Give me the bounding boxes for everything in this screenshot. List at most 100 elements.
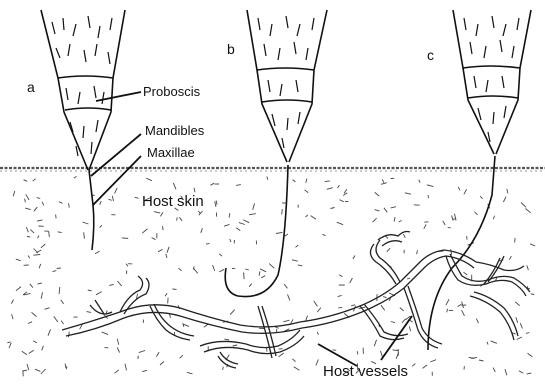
tissue-dash: [479, 360, 484, 361]
tissue-dash: [430, 360, 436, 362]
tissue-dash: [84, 232, 85, 238]
tissue-dash: [383, 297, 387, 298]
tissue-dash: [38, 283, 42, 284]
tissue-dash: [88, 290, 92, 291]
tissue-dash: [487, 342, 488, 345]
host-blood-vessels: [62, 232, 530, 369]
skin-surface-line: [0, 168, 545, 171]
tissue-dash: [126, 264, 128, 267]
tissue-dash: [373, 218, 377, 222]
tissue-dash: [215, 201, 216, 207]
tissue-dash: [267, 177, 268, 180]
tissue-dash: [100, 225, 102, 227]
tissue-dash: [125, 364, 127, 371]
tissue-dash: [338, 185, 340, 188]
tissue-dash: [387, 248, 391, 252]
tissue-dash: [167, 247, 169, 253]
tissue-dash: [27, 364, 29, 370]
tissue-dash: [526, 209, 531, 213]
tissue-dash: [198, 211, 200, 214]
tissue-dash: [41, 244, 45, 248]
tissue-dash: [339, 275, 342, 277]
tissue-dash: [108, 199, 111, 200]
tissue-dash: [386, 236, 388, 238]
host-vessels-label: Host vessels: [323, 364, 408, 379]
tissue-dash: [381, 351, 383, 357]
tissue-dash: [249, 284, 252, 287]
tissue-dash: [211, 183, 215, 185]
tissue-dash: [428, 195, 429, 198]
tissue-dash: [405, 193, 411, 194]
tissue-dash: [96, 292, 102, 295]
tissue-dash: [16, 287, 21, 291]
tissue-dash: [170, 314, 171, 318]
panel-label-c: c: [427, 48, 434, 62]
tissue-dash: [306, 316, 308, 321]
tissue-dash: [236, 185, 241, 186]
tissue-dash: [58, 232, 62, 233]
tissue-dash: [381, 183, 387, 185]
tissue-dash: [224, 339, 229, 340]
tissue-dash: [187, 372, 193, 373]
tissue-dash: [11, 300, 13, 304]
tissue-dash: [259, 271, 260, 275]
tissue-dash: [7, 342, 10, 343]
leader-mandibles: [91, 134, 141, 176]
leader-lines: [91, 92, 412, 366]
tissue-dash: [183, 324, 189, 326]
tissue-dash: [100, 201, 102, 205]
tissue-dash: [464, 189, 467, 194]
tissue-dash: [344, 189, 347, 193]
tissue-dash: [343, 193, 347, 196]
tissue-dash: [243, 220, 249, 223]
tissue-dash: [423, 365, 428, 368]
tissue-dash: [391, 322, 395, 323]
tissue-dash: [233, 345, 238, 346]
stylet-c: [428, 156, 495, 350]
tissue-dash: [515, 302, 520, 306]
tissue-dash: [115, 370, 119, 374]
tissue-dash: [230, 310, 235, 315]
tissue-dash: [503, 197, 506, 202]
tissue-dash: [33, 179, 36, 182]
tissue-dash: [244, 273, 245, 280]
tissue-dash: [22, 351, 27, 355]
tissue-dash: [294, 367, 300, 371]
tissue-dash: [476, 319, 478, 324]
tissue-dash: [48, 329, 51, 335]
proboscis-a: [41, 10, 125, 250]
tissue-dash: [25, 199, 26, 203]
tissue-dash: [322, 234, 325, 235]
tissue-dash: [59, 287, 60, 294]
tissue-dash: [160, 212, 163, 216]
tissue-dash: [142, 370, 147, 371]
tissue-dash: [32, 312, 37, 316]
tissue-dash: [224, 224, 230, 226]
tissue-dash: [139, 351, 145, 353]
tissue-dash: [38, 236, 40, 239]
tissue-dash: [337, 222, 343, 225]
tissue-dash: [162, 226, 163, 230]
tissue-dash: [179, 217, 182, 221]
tissue-dash: [357, 351, 358, 354]
tissue-dash: [451, 249, 452, 255]
tissue-dash: [350, 278, 353, 283]
tissue-dash: [117, 347, 119, 352]
stylet-b: [225, 165, 288, 297]
tissue-dash: [353, 256, 355, 260]
tissue-dash: [30, 230, 34, 234]
tissue-dash: [521, 203, 526, 208]
tissue-dash: [412, 363, 415, 366]
tissue-dash: [443, 221, 446, 225]
maxillae-label: Maxillae: [147, 146, 195, 159]
tissue-dash: [311, 216, 317, 220]
tissue-dash: [530, 244, 535, 246]
tissue-dash: [213, 265, 215, 271]
tissue-dash: [9, 343, 11, 348]
tissue-dash: [16, 259, 21, 261]
tissue-dash: [305, 190, 309, 193]
tissue-dash: [42, 346, 44, 351]
tissue-dash: [102, 332, 108, 335]
tissue-dash: [382, 179, 384, 183]
